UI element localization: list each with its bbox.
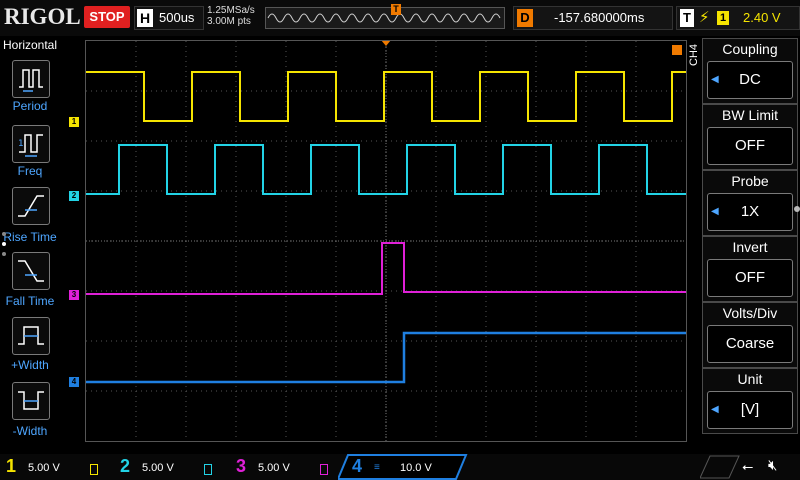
bw-limit-section[interactable]: BW Limit OFF bbox=[702, 104, 798, 170]
ch3-scale-box[interactable]: 5.00 V bbox=[252, 457, 334, 477]
ch2-scale: 5.00 V bbox=[142, 462, 174, 474]
rising-edge-icon: ⚡︎ bbox=[699, 9, 710, 26]
run-stop-indicator[interactable]: STOP bbox=[84, 6, 130, 28]
invert-section[interactable]: Invert OFF bbox=[702, 236, 798, 302]
ch1-scale-box[interactable]: 5.00 V bbox=[22, 457, 104, 477]
probe-title: Probe bbox=[731, 173, 769, 189]
left-menu-title: Horizontal bbox=[2, 38, 58, 52]
bw-limit-value[interactable]: OFF bbox=[707, 127, 793, 165]
usb-icon: ⭠ bbox=[742, 458, 754, 474]
positive-width-label: +Width bbox=[11, 358, 49, 372]
unit-title: Unit bbox=[737, 371, 763, 387]
probe-section[interactable]: Probe 1X ◀ bbox=[702, 170, 798, 236]
invert-value[interactable]: OFF bbox=[707, 259, 793, 297]
invert-title: Invert bbox=[732, 239, 768, 255]
trigger-label: T bbox=[680, 9, 694, 27]
ch2-number[interactable]: 2 bbox=[120, 456, 131, 476]
horizontal-measure-menu: Horizontal Period 1 Freq Rise Time Fall … bbox=[0, 36, 60, 454]
acquisition-info: 1.25MSa/s 3.00M pts bbox=[207, 5, 255, 27]
waveform-overview bbox=[265, 7, 505, 29]
ch3-scale: 5.00 V bbox=[258, 462, 290, 474]
ch4-scale-box[interactable]: 10.0 V ≡ bbox=[370, 457, 456, 477]
ch1-number[interactable]: 1 bbox=[6, 456, 17, 476]
overview-trace bbox=[267, 13, 501, 23]
probe-arrow-icon: ◀ bbox=[711, 206, 719, 217]
ch1-trace bbox=[86, 71, 686, 122]
unit-arrow-icon: ◀ bbox=[711, 404, 719, 415]
speaker-muted-icon[interactable]: 🔇︎ bbox=[768, 457, 778, 474]
rigol-logo: RIGOL bbox=[4, 4, 81, 29]
ch4-scale: 10.0 V bbox=[400, 462, 432, 474]
delay-label: D bbox=[517, 9, 533, 27]
coupling-title: Coupling bbox=[722, 41, 778, 57]
trigger-source: 1 bbox=[717, 11, 729, 25]
trigger-level-marker bbox=[672, 45, 682, 55]
delay-box[interactable]: D -157.680000ms bbox=[513, 6, 673, 30]
volts-div-value[interactable]: Coarse bbox=[707, 325, 793, 363]
period-label: Period bbox=[12, 99, 48, 113]
unit-section[interactable]: Unit [V] ◀ bbox=[702, 368, 798, 434]
positive-width-button[interactable] bbox=[12, 317, 50, 355]
volts-div-title: Volts/Div bbox=[722, 305, 778, 321]
delay-value: -157.680000ms bbox=[554, 10, 645, 25]
negative-width-button[interactable] bbox=[12, 382, 50, 420]
trigger-position-marker: T bbox=[391, 4, 401, 15]
ch3-offset-marker[interactable]: 3 bbox=[69, 290, 79, 300]
ch2-coupling-icon bbox=[204, 464, 212, 475]
ch1-offset-marker[interactable]: 1 bbox=[69, 117, 79, 127]
period-icon bbox=[19, 69, 43, 92]
ch4-active-tab[interactable] bbox=[338, 454, 468, 480]
top-status-bar: RIGOL STOP H 500us 1.25MSa/s 3.00M pts T… bbox=[0, 0, 800, 36]
probe-value[interactable]: 1X bbox=[707, 193, 793, 231]
coupling-section[interactable]: Coupling DC ◀ bbox=[702, 38, 798, 104]
freq-button[interactable]: 1 bbox=[12, 125, 50, 163]
ch1-scale: 5.00 V bbox=[28, 462, 60, 474]
ch3-coupling-icon bbox=[320, 464, 328, 475]
fall-time-icon bbox=[18, 260, 44, 282]
channel-settings-menu: Coupling DC ◀ BW Limit OFF Probe 1X ◀ In… bbox=[702, 38, 798, 434]
timebase-value: 500us bbox=[159, 10, 195, 25]
ch3-trace bbox=[86, 242, 686, 295]
active-channel-tag: CH4 bbox=[688, 43, 700, 66]
bw-limit-title: BW Limit bbox=[722, 107, 778, 123]
trigger-box[interactable]: T ⚡︎ 1 2.40 V bbox=[676, 6, 800, 30]
rise-time-label: Rise Time bbox=[3, 230, 57, 244]
fall-time-label: Fall Time bbox=[5, 294, 55, 308]
unit-value[interactable]: [V] bbox=[707, 391, 793, 429]
sample-rate: 1.25MSa/s bbox=[207, 5, 255, 16]
positive-width-icon bbox=[18, 326, 44, 345]
trigger-position-arrow bbox=[381, 40, 391, 46]
ch3-number[interactable]: 3 bbox=[236, 456, 247, 476]
waveform-display[interactable] bbox=[72, 40, 687, 442]
coupling-arrow-icon: ◀ bbox=[711, 74, 719, 85]
rise-time-icon bbox=[18, 195, 44, 217]
fall-time-button[interactable] bbox=[12, 252, 50, 290]
ch2-offset-marker[interactable]: 2 bbox=[69, 191, 79, 201]
timebase-box[interactable]: H 500us bbox=[134, 6, 204, 30]
negative-width-icon bbox=[18, 391, 44, 410]
svg-text:1: 1 bbox=[18, 139, 24, 149]
ch4-offset-marker[interactable]: 4 bbox=[69, 377, 79, 387]
menu-page-indicator bbox=[2, 232, 6, 256]
ch4-number[interactable]: 4 bbox=[352, 456, 363, 476]
rise-time-button[interactable] bbox=[12, 187, 50, 225]
ch4-trace bbox=[86, 331, 686, 384]
menu-scroll-indicator bbox=[794, 206, 800, 212]
timebase-label: H bbox=[137, 9, 153, 27]
freq-label: Freq bbox=[17, 164, 43, 178]
memory-depth: 3.00M pts bbox=[207, 16, 251, 27]
negative-width-label: -Width bbox=[12, 424, 48, 438]
ch2-trace bbox=[86, 144, 686, 195]
ch1-coupling-icon bbox=[90, 464, 98, 475]
period-button[interactable] bbox=[12, 60, 50, 98]
coupling-value[interactable]: DC bbox=[707, 61, 793, 99]
menu-tab-outline bbox=[700, 455, 740, 479]
channel-status-bar: 1 5.00 V 2 5.00 V 3 5.00 V 4 10.0 V ≡ ⭠ … bbox=[0, 454, 800, 480]
waveform-canvas bbox=[72, 40, 686, 441]
volts-div-section[interactable]: Volts/Div Coarse bbox=[702, 302, 798, 368]
ch4-coupling-icon: ≡ bbox=[374, 462, 380, 473]
freq-icon: 1 bbox=[18, 134, 43, 157]
ch2-scale-box[interactable]: 5.00 V bbox=[136, 457, 218, 477]
trigger-level: 2.40 V bbox=[743, 10, 781, 25]
